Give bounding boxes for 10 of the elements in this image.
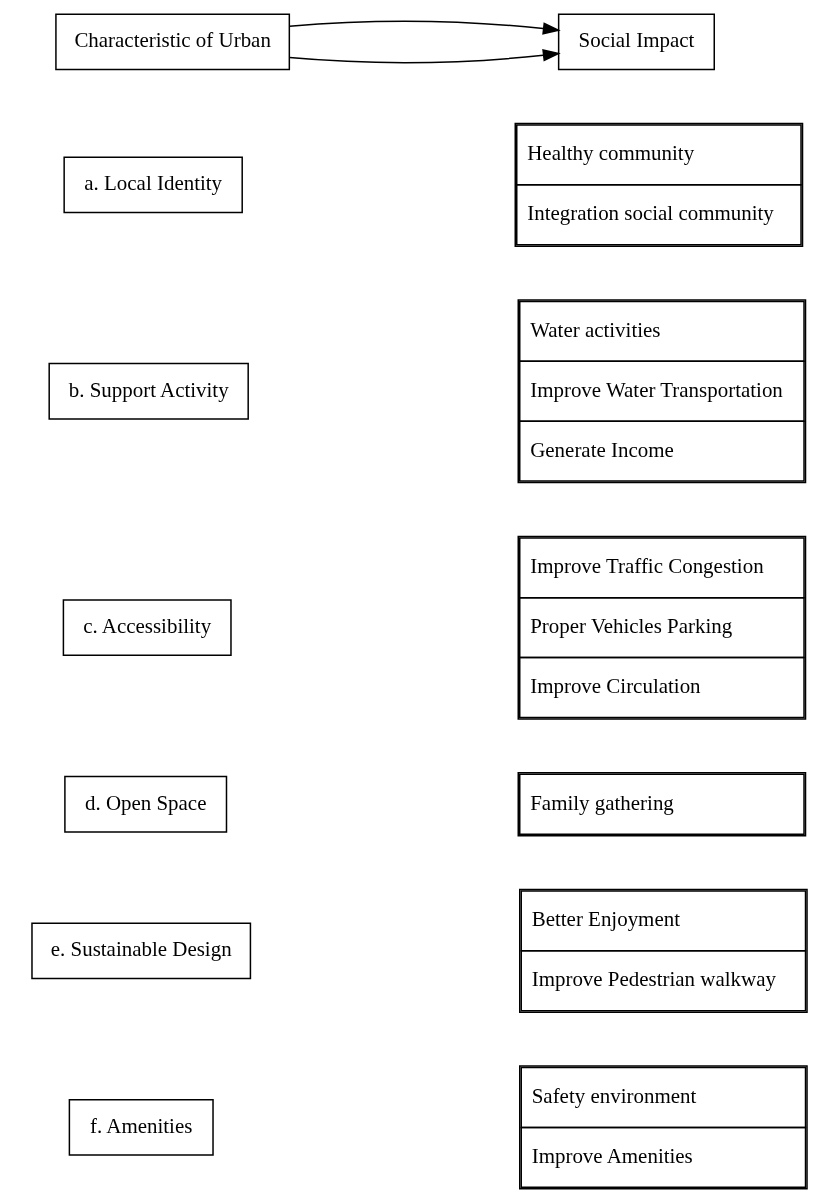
node-box: f. Amenities: [68, 1099, 214, 1156]
node-box: a. Local Identity: [62, 156, 243, 214]
node-box: b. Support Activity: [47, 362, 249, 420]
node-box: Characteristic of Urban: [54, 13, 290, 71]
node-box: e. Sustainable Design: [30, 922, 251, 980]
arrow: [288, 49, 561, 64]
node-box: Social Impact: [557, 13, 715, 71]
node-box: c. Accessibility: [62, 599, 232, 657]
arrow: [288, 20, 561, 35]
node-box: d. Open Space: [63, 775, 227, 833]
